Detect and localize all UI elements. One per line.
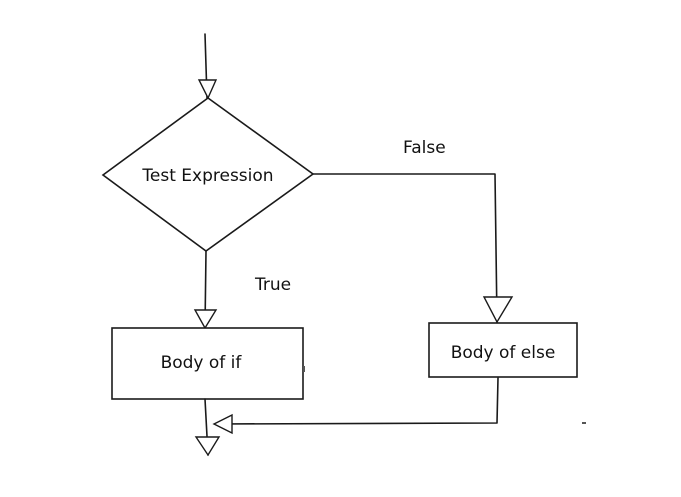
if-body-label: Body of if [161,353,243,373]
stray-mark [303,366,305,372]
false-label: False [403,138,446,158]
if-body-box [111,327,304,400]
exit-arrowhead [194,436,221,457]
true-arrowhead [193,309,218,330]
true-label: True [254,275,291,295]
false-connector [312,173,498,323]
else-return-connector [215,377,499,425]
false-arrowhead [482,296,514,324]
else-body-box [428,322,578,378]
decision-label: Test Expression [141,166,273,186]
stray-mark [582,422,586,424]
else-body-label: Body of else [451,343,556,363]
entry-arrowhead [197,79,218,100]
merge-arrowhead [212,413,233,435]
